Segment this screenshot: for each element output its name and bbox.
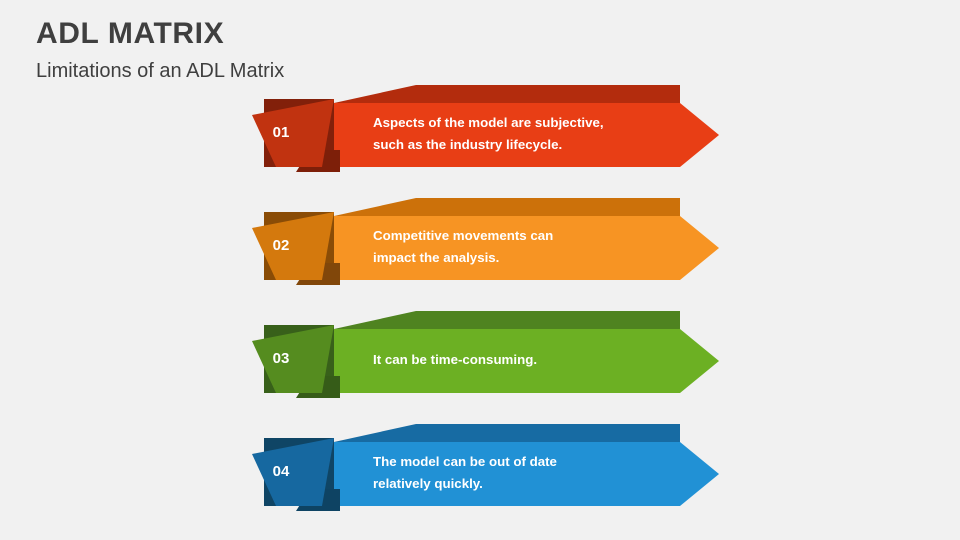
- banner-tab-mid: [252, 325, 334, 393]
- banner-text-line-1: Aspects of the model are subjective,: [373, 115, 604, 130]
- banner-text-line-2: such as the industry lifecycle.: [373, 137, 562, 152]
- banner-text-line-2: impact the analysis.: [373, 250, 499, 265]
- banner-item-01[interactable]: 01 Aspects of the model are subjective, …: [252, 85, 719, 172]
- banner-tab-mid: [252, 99, 334, 167]
- banner-number: 03: [273, 350, 290, 367]
- banner-text-line-2: relatively quickly.: [373, 476, 483, 491]
- banner-tab-mid: [252, 212, 334, 280]
- banner-number: 04: [273, 463, 290, 480]
- banner-text-line-1: It can be time-consuming.: [373, 352, 537, 367]
- banner-item-02[interactable]: 02 Competitive movements can impact the …: [252, 198, 719, 285]
- banner-top-band: [334, 198, 680, 216]
- banner-body: [322, 329, 719, 393]
- banner-number: 02: [273, 237, 290, 254]
- banner-tab-mid: [252, 438, 334, 506]
- banner-body: [322, 442, 719, 506]
- banner-item-03[interactable]: 03 It can be time-consuming.: [252, 311, 719, 398]
- banner-text-line-1: Competitive movements can: [373, 228, 553, 243]
- banner-body: [322, 103, 719, 167]
- banner-body: [322, 216, 719, 280]
- banner-top-band: [334, 85, 680, 103]
- banner-text-line-1: The model can be out of date: [373, 454, 557, 469]
- banner-top-band: [334, 311, 680, 329]
- banner-number: 01: [273, 124, 290, 141]
- banner-item-04[interactable]: 04 The model can be out of date relative…: [252, 424, 719, 511]
- page-title: ADL MATRIX: [36, 17, 225, 50]
- page-subtitle: Limitations of an ADL Matrix: [36, 60, 285, 82]
- banner-top-band: [334, 424, 680, 442]
